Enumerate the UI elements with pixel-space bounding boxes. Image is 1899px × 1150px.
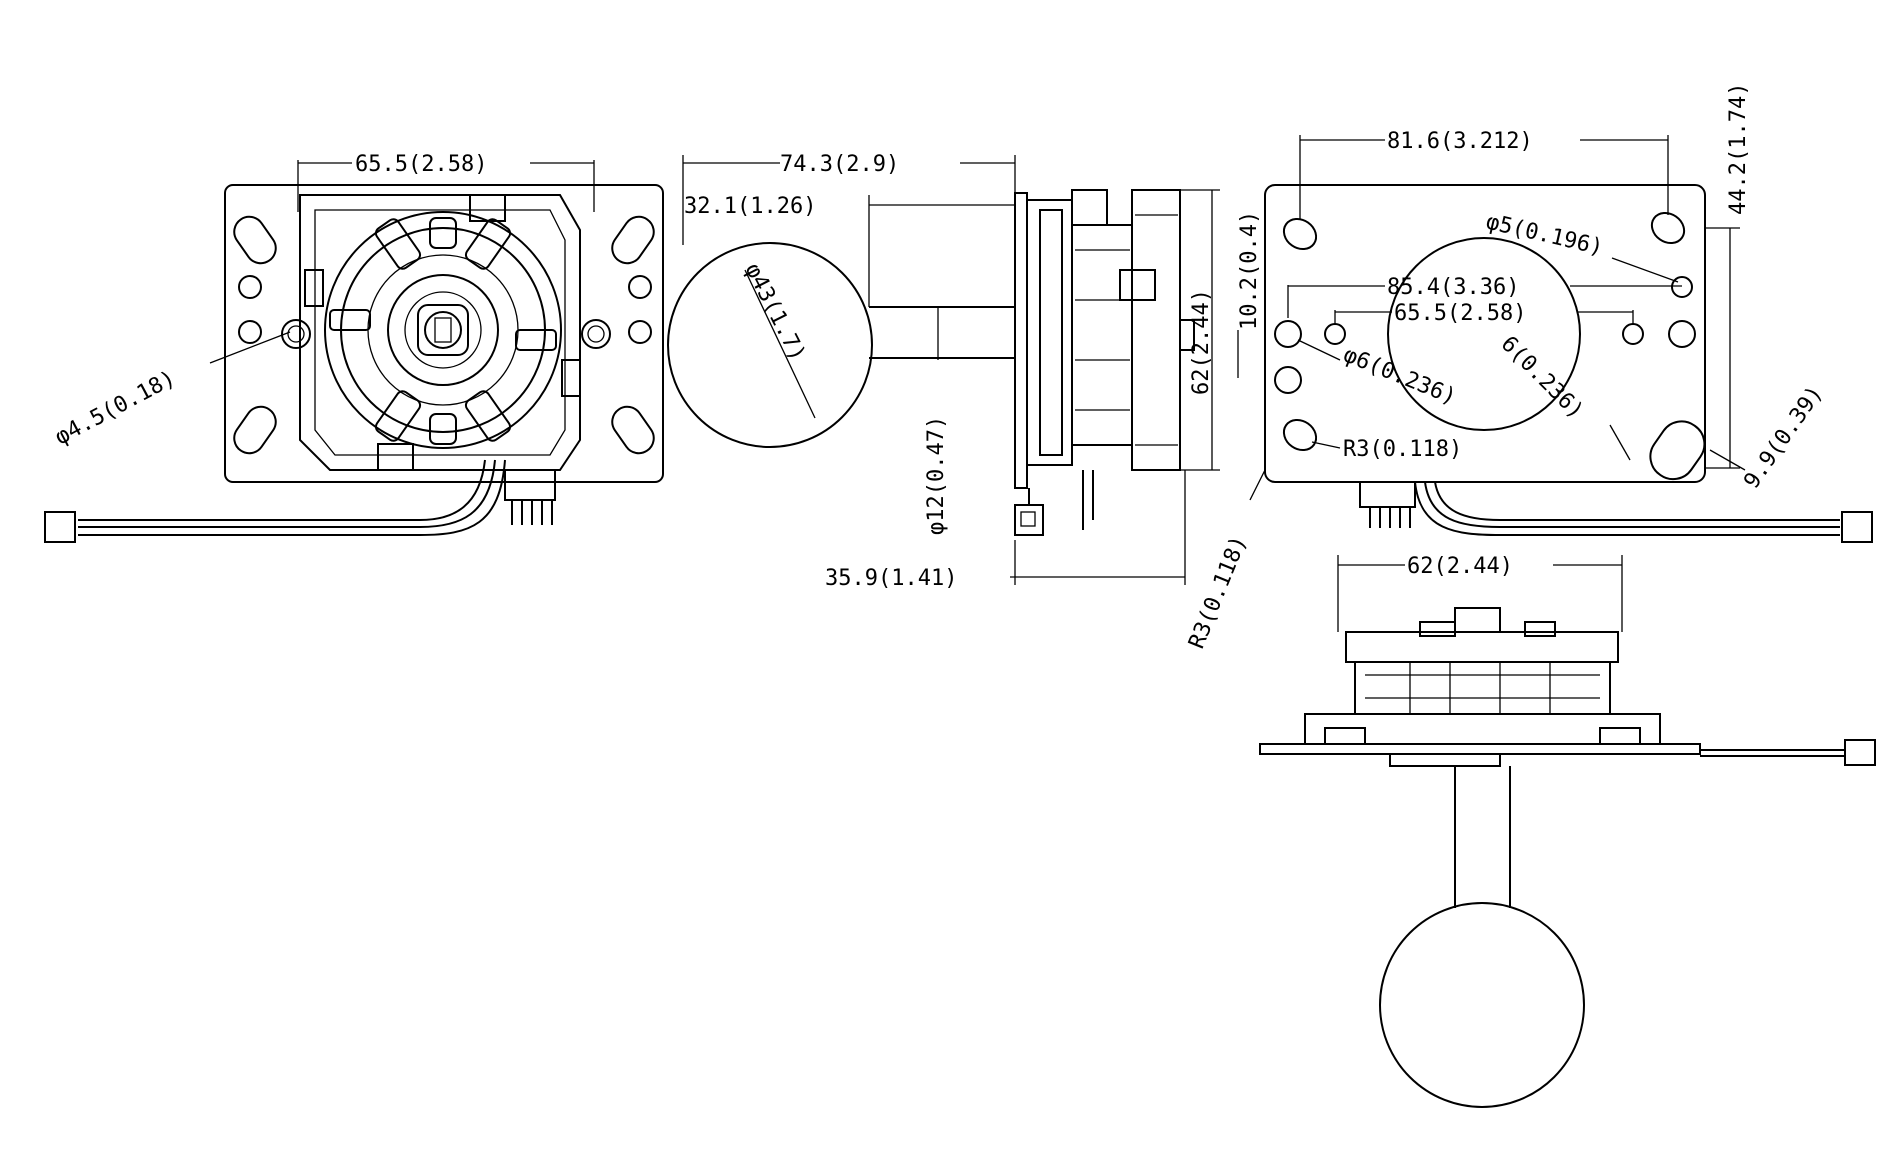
dim-plate-width: 81.6(3.212) [1387, 129, 1533, 154]
dim-hole-mid: φ6(0.236) [1340, 342, 1460, 410]
dim-hole-span-outer: 85.4(3.36) [1387, 275, 1519, 300]
dim-slot-radius: R3(0.118) [1343, 437, 1462, 462]
dim-plate-height: 44.2(1.74) [1726, 83, 1751, 215]
dim-offset-small: 10.2(0.4) [1237, 211, 1262, 330]
dim-top-width: 65.5(2.58) [355, 152, 487, 177]
dim-shaft-dia: φ12(0.47) [924, 416, 949, 535]
dim-side-height: 62(2.44) [1189, 289, 1214, 395]
dim-bottom-length: 35.9(1.41) [825, 566, 957, 591]
top-view: 65.5(2.58) φ4.5(0.18) [44, 152, 664, 543]
front-view: 62(2.44) [1259, 554, 1876, 1108]
side-view: 74.3(2.9) 32.1(1.26) φ43(1.7) φ12(0.47) … [667, 152, 1262, 591]
dim-hole-left: φ4.5(0.18) [51, 366, 180, 450]
base-plate-view: 81.6(3.212) 44.2(1.74) φ5(0.196) 85.4(3.… [1184, 83, 1873, 652]
dim-bottom-width: 62(2.44) [1407, 554, 1513, 579]
dim-corner-radius: R3(0.118) [1184, 532, 1252, 652]
dim-shaft-length: 32.1(1.26) [684, 194, 816, 219]
dim-total-length: 74.3(2.9) [780, 152, 899, 177]
dim-hole-small: φ5(0.196) [1484, 209, 1606, 260]
dim-hole-span-inner: 65.5(2.58) [1394, 301, 1526, 326]
dim-ball-dia: φ43(1.7) [740, 259, 810, 365]
dim-slot-length: 9.9(0.39) [1739, 381, 1828, 493]
